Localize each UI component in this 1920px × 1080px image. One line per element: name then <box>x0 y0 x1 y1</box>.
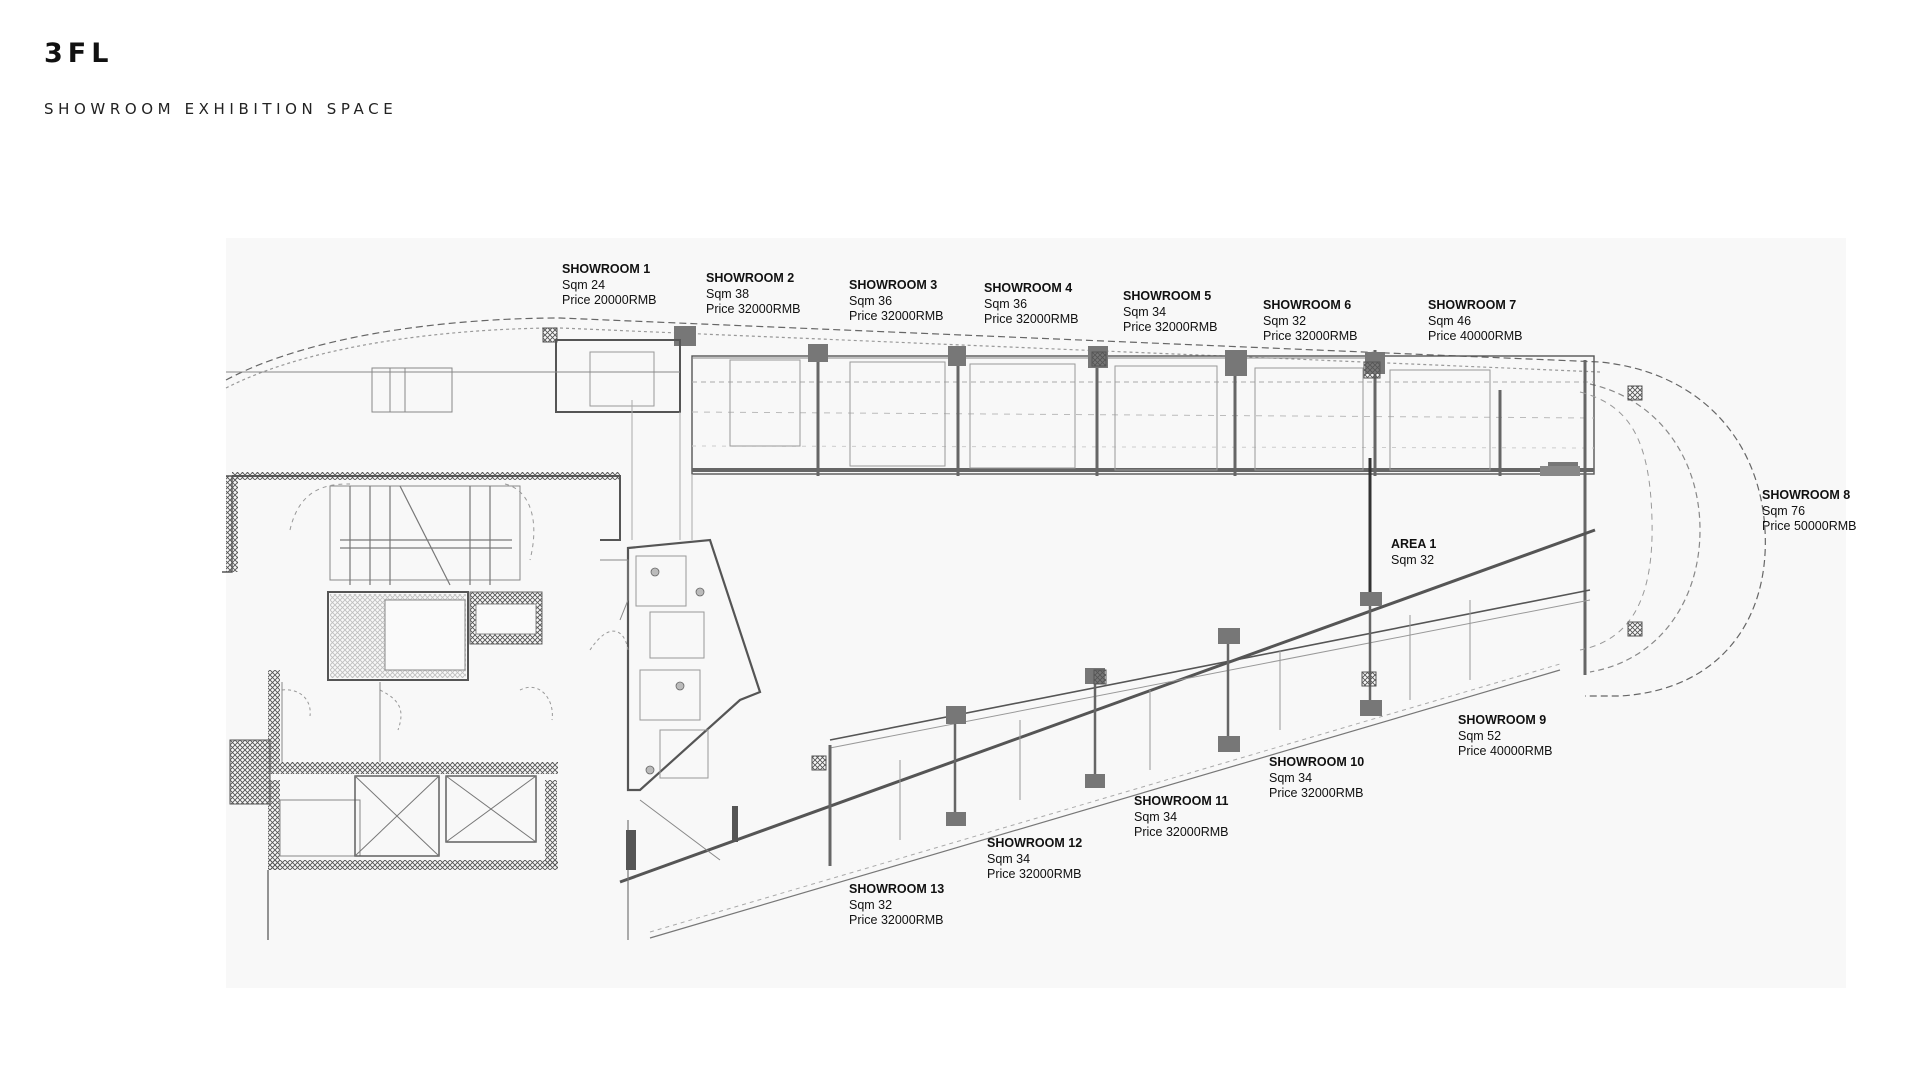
room-name: SHOWROOM 10 <box>1269 755 1365 769</box>
room-price: Price 32000RMB <box>849 309 944 323</box>
room-name: SHOWROOM 8 <box>1762 488 1851 502</box>
room-name: SHOWROOM 13 <box>849 882 945 896</box>
room-sqm: Sqm 34 <box>987 851 1031 866</box>
room-sqm: Sqm 32 <box>1391 552 1435 567</box>
corridor-lines <box>631 400 693 540</box>
room-sqm: Sqm 36 <box>849 293 893 308</box>
room-name: AREA 1 <box>1391 537 1437 551</box>
room-name: SHOWROOM 9 <box>1458 713 1547 727</box>
room-sqm: Sqm 46 <box>1428 313 1472 328</box>
room-label-showroom-7[interactable]: SHOWROOM 7 Sqm 46 Price 40000RMB <box>1428 298 1523 345</box>
room-label-showroom-4[interactable]: SHOWROOM 4 Sqm 36 Price 32000RMB <box>984 281 1079 328</box>
room-name: SHOWROOM 2 <box>706 271 795 285</box>
room-price: Price 32000RMB <box>1134 825 1229 839</box>
room-label-showroom-13[interactable]: SHOWROOM 13 Sqm 32 Price 32000RMB <box>849 882 944 929</box>
room-name: SHOWROOM 6 <box>1263 298 1352 312</box>
floor-title: 3FL <box>44 38 114 69</box>
room-label-showroom-2[interactable]: SHOWROOM 2 Sqm 38 Price 32000RMB <box>706 271 801 318</box>
core-block <box>222 472 629 940</box>
room-price: Price 40000RMB <box>1458 744 1553 758</box>
room-sqm: Sqm 36 <box>984 296 1028 311</box>
room-label-showroom-9[interactable]: SHOWROOM 9 Sqm 52 Price 40000RMB <box>1458 713 1553 760</box>
room-sqm: Sqm 34 <box>1123 304 1167 319</box>
showroom-8-outline <box>1540 385 1653 651</box>
room-sqm: Sqm 52 <box>1458 728 1502 743</box>
room-price: Price 32000RMB <box>849 913 944 927</box>
showroom-1-outline <box>226 327 681 413</box>
room-name: SHOWROOM 12 <box>987 836 1083 850</box>
room-name: SHOWROOM 7 <box>1428 298 1517 312</box>
room-price: Price 32000RMB <box>1263 329 1358 343</box>
room-label-showroom-8[interactable]: SHOWROOM 8 Sqm 76 Price 50000RMB <box>1762 488 1857 535</box>
room-label-area-1[interactable]: AREA 1 Sqm 32 <box>1391 537 1436 568</box>
room-price: Price 40000RMB <box>1428 329 1523 343</box>
room-sqm: Sqm 32 <box>1263 313 1307 328</box>
room-label-showroom-11[interactable]: SHOWROOM 11 Sqm 34 Price 32000RMB <box>1134 794 1229 841</box>
room-price: Price 50000RMB <box>1762 519 1857 533</box>
room-label-showroom-3[interactable]: SHOWROOM 3 Sqm 36 Price 32000RMB <box>849 278 944 325</box>
room-sqm: Sqm 34 <box>1269 770 1313 785</box>
north-showroom-block <box>674 326 1595 675</box>
room-price: Price 32000RMB <box>706 302 801 316</box>
room-price: Price 32000RMB <box>987 867 1082 881</box>
room-price: Price 32000RMB <box>1269 786 1364 800</box>
facade-outline <box>225 317 1766 697</box>
room-name: SHOWROOM 4 <box>984 281 1073 295</box>
room-sqm: Sqm 34 <box>1134 809 1178 824</box>
room-price: Price 32000RMB <box>984 312 1079 326</box>
room-name: SHOWROOM 5 <box>1123 289 1212 303</box>
room-sqm: Sqm 76 <box>1762 503 1806 518</box>
room-name: SHOWROOM 11 <box>1134 794 1229 808</box>
floor-subtitle: SHOWROOM EXHIBITION SPACE <box>44 100 398 118</box>
room-sqm: Sqm 32 <box>849 897 893 912</box>
south-showroom-block <box>619 528 1596 939</box>
room-label-showroom-12[interactable]: SHOWROOM 12 Sqm 34 Price 32000RMB <box>987 836 1082 883</box>
room-name: SHOWROOM 1 <box>562 262 651 276</box>
room-sqm: Sqm 24 <box>562 277 606 292</box>
restroom-block <box>626 538 762 940</box>
room-price: Price 32000RMB <box>1123 320 1218 334</box>
room-label-showroom-10[interactable]: SHOWROOM 10 Sqm 34 Price 32000RMB <box>1269 755 1364 802</box>
room-price: Price 20000RMB <box>562 293 657 307</box>
room-label-showroom-6[interactable]: SHOWROOM 6 Sqm 32 Price 32000RMB <box>1263 298 1358 345</box>
room-name: SHOWROOM 3 <box>849 278 938 292</box>
room-label-showroom-5[interactable]: SHOWROOM 5 Sqm 34 Price 32000RMB <box>1123 289 1218 336</box>
room-label-showroom-1[interactable]: SHOWROOM 1 Sqm 24 Price 20000RMB <box>562 262 657 309</box>
room-sqm: Sqm 38 <box>706 286 750 301</box>
